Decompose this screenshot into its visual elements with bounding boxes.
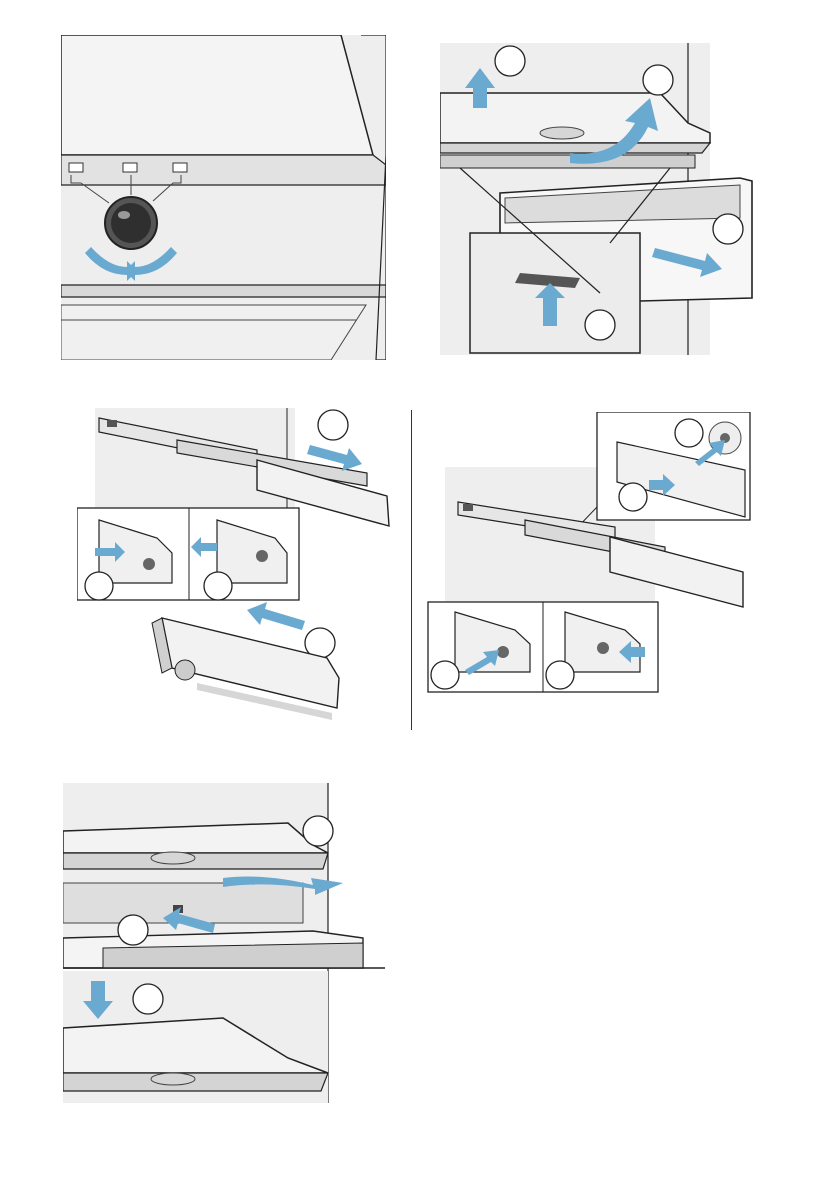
column-divider	[411, 410, 412, 730]
figure-shelf-drawer-removal	[440, 43, 755, 355]
figure-rail-removal	[77, 408, 397, 733]
figure-rail-installation	[425, 412, 755, 694]
push-arrow-icon	[247, 602, 305, 630]
figure-shelf-reinsertion	[63, 783, 385, 1103]
rotary-knob-icon	[105, 197, 157, 249]
figure-control-knob	[61, 35, 386, 360]
